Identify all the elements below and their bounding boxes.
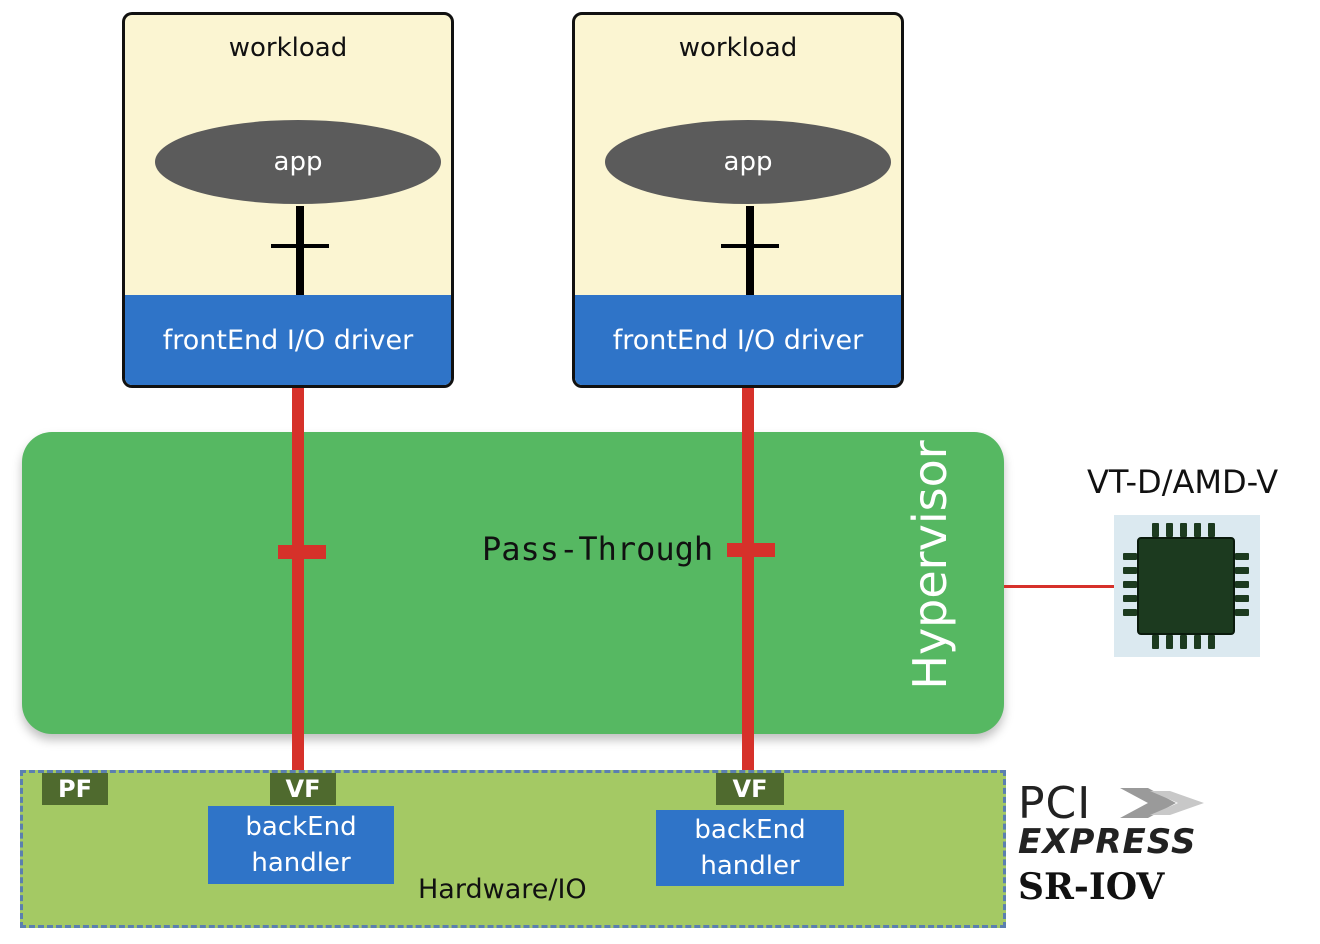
chip-icon: [1123, 523, 1249, 649]
hypervisor-label: Hypervisor: [903, 440, 957, 690]
backend-handler-2: backEnd handler: [656, 810, 844, 886]
passthrough-link-2-tick: [727, 543, 775, 557]
frontend-io-driver: frontEnd I/O driver: [125, 295, 451, 385]
pci-logo-text: PCI: [1018, 778, 1092, 829]
chip-link: [1004, 585, 1116, 588]
cpu-chip-icon: [1114, 515, 1260, 657]
backend-handler-1: backEnd handler: [208, 806, 394, 884]
hardware-io-label: Hardware/IO: [418, 874, 587, 905]
backend-line-2: handler: [251, 848, 351, 878]
backend-line-2: handler: [700, 851, 800, 881]
vtd-amdv-title: VT-D/AMD-V: [1087, 463, 1279, 501]
vf-tag-2: VF: [716, 773, 784, 805]
workload-box-1: workload app frontEnd I/O driver: [122, 12, 454, 388]
vf-tag-1: VF: [270, 773, 336, 805]
pf-tag: PF: [42, 773, 108, 805]
passthrough-link-2: [742, 388, 754, 772]
pci-chevron-icon: [1120, 788, 1204, 818]
pass-through-label: Pass-Through: [482, 530, 714, 568]
backend-line-1: backEnd: [245, 812, 357, 842]
pci-express-text: EXPRESS: [1018, 822, 1197, 862]
frontend-io-driver: frontEnd I/O driver: [575, 295, 901, 385]
link-tick: [271, 244, 329, 248]
passthrough-link-1: [292, 388, 304, 772]
passthrough-link-1-tick: [278, 545, 326, 559]
workload-title: workload: [678, 33, 798, 63]
sr-iov-text: SR-IOV: [1018, 866, 1165, 908]
workload-title: workload: [228, 33, 348, 63]
workload-box-2: workload app frontEnd I/O driver: [572, 12, 904, 388]
app-node: app: [155, 120, 441, 204]
backend-line-1: backEnd: [694, 815, 806, 845]
app-node: app: [605, 120, 891, 204]
hypervisor-layer: [22, 432, 1004, 734]
link-tick: [721, 244, 779, 248]
app-driver-link: [746, 206, 754, 302]
app-driver-link: [296, 206, 304, 302]
